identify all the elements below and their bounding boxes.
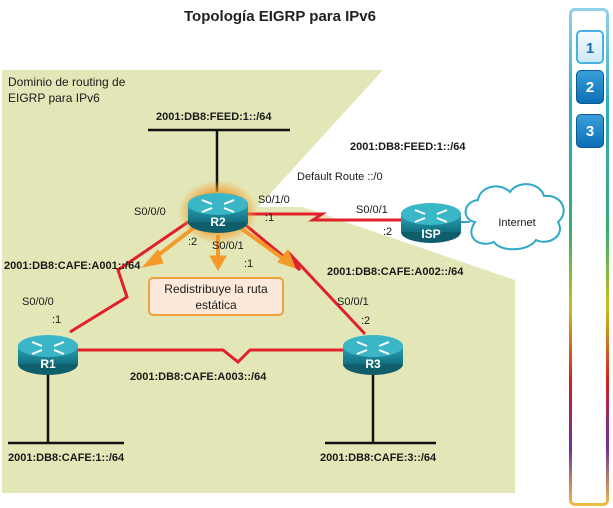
net-isp: 2001:DB8:FEED:1::/64 — [350, 141, 466, 153]
if-r2-s010: S0/1/0 — [258, 194, 290, 206]
router-isp — [401, 203, 461, 243]
domain-label-line2: EIGRP para IPv6 — [8, 91, 100, 105]
net-r1-lan: 2001:DB8:CAFE:1::/64 — [8, 452, 125, 464]
step-button-3[interactable]: 3 — [576, 114, 604, 148]
router-r2-label: R2 — [210, 215, 226, 229]
link-r1-r3 — [78, 348, 345, 365]
redistribute-note-line1: Redistribuye la ruta — [164, 282, 268, 296]
net-r2-lan: 2001:DB8:FEED:1::/64 — [156, 111, 272, 123]
if-r2-s001-host: :1 — [244, 258, 253, 270]
router-r2 — [188, 193, 248, 233]
redistribute-note: Redistribuye la ruta estática — [148, 277, 284, 316]
if-r3-host: :2 — [361, 315, 370, 327]
if-isp-host: :2 — [383, 226, 392, 238]
diagram-title: Topología EIGRP para IPv6 — [184, 8, 376, 25]
internet-label: Internet — [498, 217, 535, 229]
net-r1-r3: 2001:DB8:CAFE:A003::/64 — [130, 371, 267, 383]
net-r3-lan: 2001:DB8:CAFE:3::/64 — [320, 452, 437, 464]
step-panel: 1 2 3 — [569, 8, 609, 506]
link-r2-isp — [245, 212, 402, 222]
step-button-2[interactable]: 2 — [576, 70, 604, 104]
net-r1-r2: 2001:DB8:CAFE:A001::/64 — [4, 260, 141, 272]
if-r3-s001: S0/0/1 — [337, 296, 369, 308]
router-isp-label: ISP — [421, 227, 440, 241]
if-isp-s001: S0/0/1 — [356, 204, 388, 216]
net-r2-r3: 2001:DB8:CAFE:A002::/64 — [327, 266, 464, 278]
redistribute-note-line2: estática — [195, 298, 237, 312]
step-button-1[interactable]: 1 — [576, 30, 604, 64]
link-r2-r3 — [236, 216, 367, 336]
internet-cloud-icon — [464, 183, 565, 251]
router-r1 — [18, 335, 78, 375]
router-r1-label: R1 — [40, 357, 56, 371]
if-r2-s000: S0/0/0 — [134, 206, 166, 218]
if-r1-host: :1 — [52, 314, 61, 326]
router-r3-label: R3 — [365, 357, 381, 371]
default-route-label: Default Route ::/0 — [297, 171, 383, 183]
if-r2-s000-host: :2 — [188, 236, 197, 248]
link-r1-r2 — [69, 216, 195, 334]
if-r1-s000: S0/0/0 — [22, 296, 54, 308]
domain-label-line1: Dominio de routing de — [8, 75, 126, 89]
router-r3 — [343, 335, 403, 375]
if-r2-s010-host: :1 — [265, 212, 274, 224]
if-r2-s001: S0/0/1 — [212, 240, 244, 252]
